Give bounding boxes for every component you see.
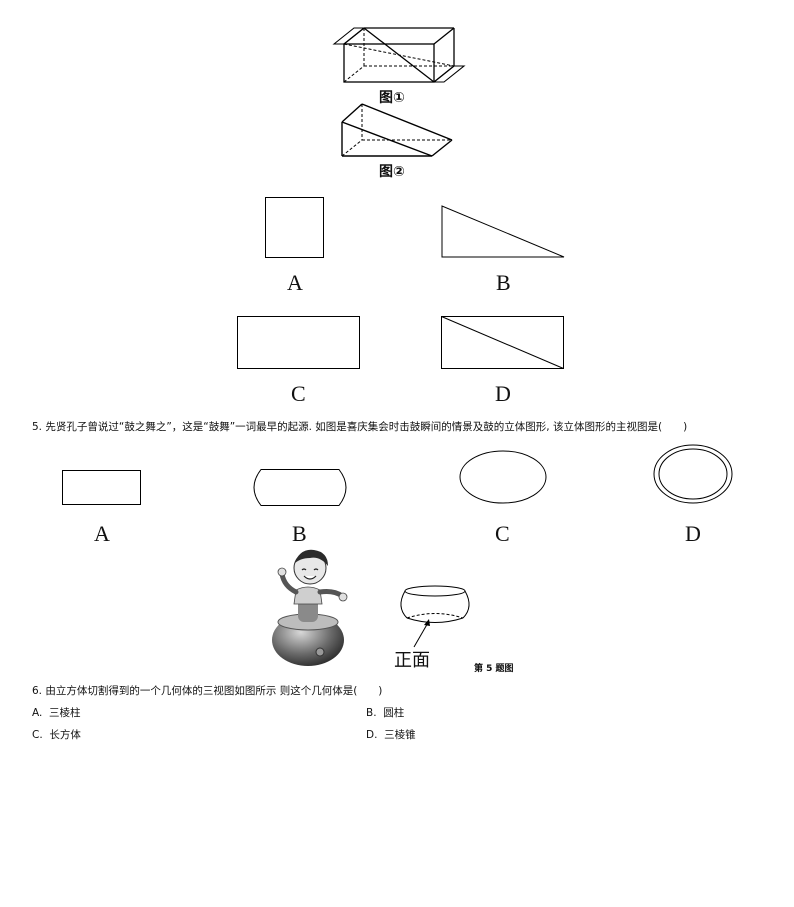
- q6-choice-d[interactable]: D. 三棱锥: [366, 727, 416, 742]
- q4-option-a-square: [265, 197, 324, 258]
- drummer-illustration: [272, 549, 348, 666]
- figure-2-caption: 图②: [379, 164, 405, 180]
- q6-choice-a-label: A.: [32, 707, 43, 719]
- q6-text: 由立方体切割得到的一个几何体的三视图如图所示 则这个几何体是( ): [45, 685, 383, 697]
- q6-choice-c-text: 长方体: [49, 729, 81, 741]
- q4-option-d-letter: D: [495, 381, 511, 406]
- q6-choice-d-label: D.: [366, 729, 378, 741]
- q6-question: 6. 由立方体切割得到的一个几何体的三视图如图所示 则这个几何体是( ): [32, 683, 382, 698]
- q5-option-c-letter: C: [495, 521, 510, 546]
- q5-text: 先贤孔子曾说过“鼓之舞之”，这是“鼓舞”一词最早的起源. 如图是喜庆集会时击鼓瞬…: [45, 421, 688, 433]
- q5-option-d-letter: D: [685, 521, 701, 546]
- q5-number: 5.: [32, 421, 43, 433]
- front-view-label: 正面: [394, 650, 430, 671]
- q6-choice-a[interactable]: A. 三棱柱: [32, 705, 81, 720]
- q6-choice-b[interactable]: B. 圆柱: [366, 705, 404, 720]
- q4-option-b-triangle: [441, 205, 565, 258]
- q4-option-a-letter: A: [287, 270, 303, 295]
- q4-option-c-letter: C: [291, 381, 306, 406]
- q5-question: 5. 先贤孔子曾说过“鼓之舞之”，这是“鼓舞”一词最早的起源. 如图是喜庆集会时…: [32, 419, 687, 434]
- front-arrow: [413, 619, 430, 648]
- q5-option-a-rectangle: [62, 470, 141, 505]
- q5-option-a-letter: A: [94, 521, 110, 546]
- drum-3d-figure: [400, 585, 470, 623]
- q4-option-d-rectangle-diagonal: [441, 316, 564, 369]
- q6-choice-b-text: 圆柱: [383, 707, 405, 719]
- q6-number: 6.: [32, 685, 43, 697]
- q6-choice-a-text: 三棱柱: [49, 707, 81, 719]
- q6-choice-d-text: 三棱锥: [384, 729, 416, 741]
- q5-option-b-letter: B: [292, 521, 307, 546]
- q5-option-d-double-ellipse: [653, 444, 733, 504]
- q5-option-b-barrel: [253, 469, 347, 506]
- figure-1-cuboid: [332, 27, 466, 83]
- q4-option-b-letter: B: [496, 270, 511, 295]
- figure-1-caption: 图①: [379, 90, 405, 106]
- q6-choice-c[interactable]: C. 长方体: [32, 727, 81, 742]
- figure-2-triangular-prism: [341, 103, 453, 157]
- q5-figure-caption: 第 5 题图: [474, 664, 514, 674]
- q6-choice-c-label: C.: [32, 729, 43, 741]
- q6-choice-b-label: B.: [366, 707, 377, 719]
- q5-option-c-ellipse: [459, 450, 547, 504]
- q4-option-c-rectangle: [237, 316, 360, 369]
